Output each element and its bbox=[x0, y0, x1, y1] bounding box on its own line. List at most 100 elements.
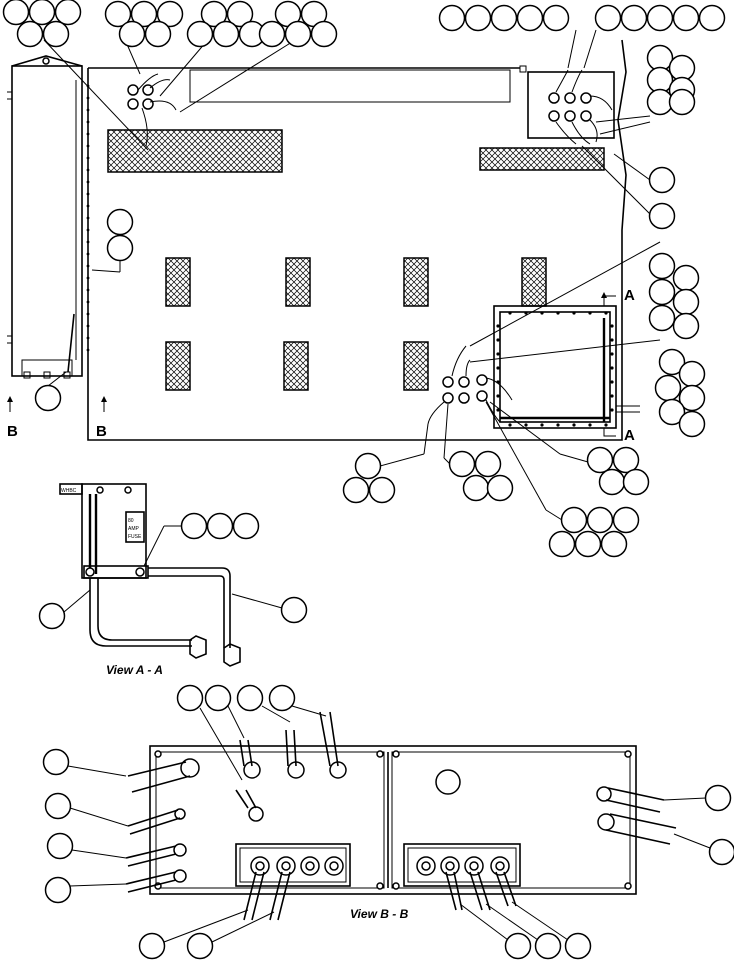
rivet bbox=[508, 423, 512, 427]
leader-line bbox=[47, 371, 67, 387]
callout-bubble bbox=[200, 0, 228, 28]
leader-line bbox=[613, 153, 651, 181]
callout-bubble bbox=[586, 506, 614, 534]
callout-bubble bbox=[678, 360, 706, 388]
mounting-pad bbox=[165, 257, 191, 307]
leader-line bbox=[485, 903, 539, 941]
callout-bubble bbox=[104, 0, 132, 28]
callout-bubble bbox=[678, 384, 706, 412]
callout-bubble bbox=[534, 932, 562, 960]
callout-bubble bbox=[620, 4, 648, 32]
leader-line bbox=[67, 765, 127, 777]
leader-line bbox=[91, 269, 121, 273]
rivet bbox=[86, 276, 90, 280]
mounting-pad bbox=[285, 257, 311, 307]
leader-line bbox=[469, 241, 661, 347]
callout-bubble bbox=[368, 476, 396, 504]
rivet bbox=[86, 204, 90, 208]
callout-bubble bbox=[668, 88, 696, 116]
rivet bbox=[86, 324, 90, 328]
leader-line bbox=[63, 589, 91, 613]
callout-bubble bbox=[704, 784, 732, 812]
view-b-caption: View B - B bbox=[350, 907, 409, 921]
callout-bubble bbox=[258, 20, 286, 48]
rivet bbox=[86, 180, 90, 184]
fuse-label: AMP bbox=[128, 526, 140, 532]
mounting-pad bbox=[107, 129, 283, 173]
rivet bbox=[588, 423, 592, 427]
plan-view: A A B B bbox=[7, 39, 640, 444]
callout-bubble bbox=[486, 474, 514, 502]
rivet bbox=[86, 96, 90, 100]
callout-bubble bbox=[44, 792, 72, 820]
leader-line bbox=[673, 833, 711, 849]
rivet bbox=[86, 336, 90, 340]
rivet bbox=[86, 228, 90, 232]
leader-line bbox=[469, 339, 661, 363]
callout-bubble bbox=[658, 348, 686, 376]
leader-line bbox=[69, 883, 127, 887]
callout-bubble bbox=[464, 4, 492, 32]
callout-bubble bbox=[130, 0, 158, 28]
callout-bubble bbox=[504, 932, 532, 960]
callout-bubble bbox=[46, 832, 74, 860]
callout-bubble bbox=[38, 602, 66, 630]
callout-bubble bbox=[654, 374, 682, 402]
side-cabinet bbox=[7, 55, 83, 379]
leader-line bbox=[583, 29, 597, 69]
rivet bbox=[86, 300, 90, 304]
leader-line bbox=[261, 705, 291, 723]
callout-bubble bbox=[560, 506, 588, 534]
callout-bubble bbox=[594, 4, 622, 32]
rivet bbox=[86, 348, 90, 352]
leader-line bbox=[581, 145, 651, 215]
callout-bubble bbox=[226, 0, 254, 28]
callout-bubble bbox=[622, 468, 650, 496]
callout-bubble bbox=[598, 468, 626, 496]
mounting-pad bbox=[403, 341, 429, 391]
leader-line bbox=[489, 401, 561, 455]
connector-tag: WHBC bbox=[61, 488, 77, 494]
connector-cluster bbox=[548, 69, 613, 145]
rivet bbox=[86, 288, 90, 292]
fuse-label: FUSE bbox=[128, 534, 142, 540]
callout-bubble bbox=[342, 476, 370, 504]
callout-bubble bbox=[28, 0, 56, 26]
marker-letter: A bbox=[624, 287, 635, 304]
junction-box bbox=[493, 305, 640, 429]
callout-bubble bbox=[612, 446, 640, 474]
callout-bubble bbox=[34, 384, 62, 412]
mounting-pad bbox=[403, 257, 429, 307]
leader-line bbox=[545, 509, 563, 521]
mounting-pad bbox=[165, 341, 191, 391]
section-marker-b: B B bbox=[7, 396, 107, 440]
callout-bubble bbox=[44, 876, 72, 904]
callout-bubble bbox=[600, 530, 628, 558]
callout-bubble bbox=[542, 4, 570, 32]
leader-line bbox=[227, 705, 245, 739]
leader-line bbox=[231, 593, 283, 609]
leader-line bbox=[199, 707, 243, 781]
callout-bubble bbox=[678, 410, 706, 438]
leader-line bbox=[211, 911, 275, 943]
rivet bbox=[556, 423, 560, 427]
top-channel bbox=[189, 69, 511, 103]
callout-bubble bbox=[354, 452, 382, 480]
callout-bubble bbox=[672, 4, 700, 32]
callout-bubble bbox=[2, 0, 30, 26]
rivet bbox=[610, 338, 614, 342]
rivet bbox=[610, 324, 614, 328]
rivet bbox=[86, 252, 90, 256]
callout-bubble bbox=[206, 512, 234, 540]
leader-line bbox=[663, 797, 707, 801]
callout-bubble bbox=[54, 0, 82, 26]
rivet bbox=[86, 192, 90, 196]
callout-bubble bbox=[586, 446, 614, 474]
rivet bbox=[540, 423, 544, 427]
rivet bbox=[86, 156, 90, 160]
connector-cluster bbox=[127, 73, 177, 147]
rivet bbox=[610, 394, 614, 398]
callout-bubble bbox=[648, 278, 676, 306]
rivet bbox=[86, 108, 90, 112]
